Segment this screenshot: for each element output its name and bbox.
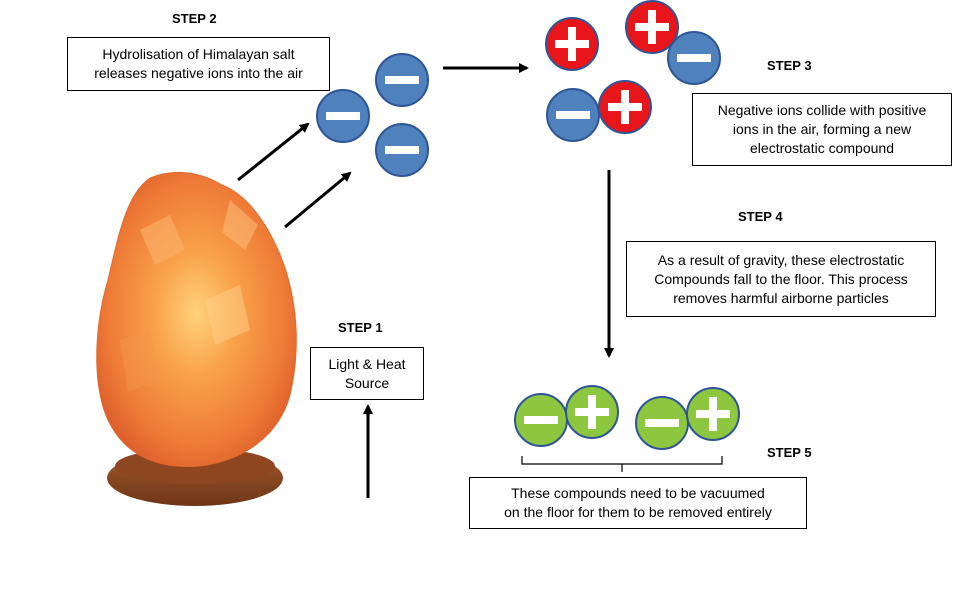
arrow-lamp-to-ions-lower	[284, 171, 352, 229]
compound-negative-ion	[514, 393, 568, 447]
step2-title: STEP 2	[172, 11, 217, 26]
positive-ion	[598, 80, 652, 134]
step5-description: These compounds need to be vacuumed on t…	[504, 485, 772, 520]
negative-ion	[375, 123, 429, 177]
negative-ion	[546, 88, 600, 142]
positive-ion	[545, 17, 599, 71]
step3-title: STEP 3	[767, 58, 812, 73]
step3-description: Negative ions collide with positive ions…	[717, 102, 927, 156]
step2-description-box: Hydrolisation of Himalayan salt releases…	[67, 37, 330, 91]
negative-ion	[667, 31, 721, 85]
salt-lamp-illustration	[96, 171, 297, 506]
arrow-lamp-to-ions-upper	[237, 122, 310, 182]
compound-negative-ion	[635, 396, 689, 450]
negative-ion	[375, 53, 429, 107]
collision-ion-group	[545, 0, 721, 142]
step4-description-box: As a result of gravity, these electrosta…	[626, 241, 936, 317]
salt-crystal-facet	[140, 215, 185, 265]
negative-ion	[316, 89, 370, 143]
salt-crystal-facet	[222, 200, 258, 250]
step5-description-box: These compounds need to be vacuumed on t…	[469, 477, 807, 529]
salt-crystal-facet	[205, 285, 250, 345]
step1-title: STEP 1	[338, 320, 383, 335]
compound-positive-ion	[565, 385, 619, 439]
floor-compound-group	[514, 385, 740, 450]
salt-crystal	[96, 171, 297, 468]
step5-title: STEP 5	[767, 445, 812, 460]
step4-description: As a result of gravity, these electrosta…	[654, 251, 908, 306]
step3-description-box: Negative ions collide with positive ions…	[692, 93, 952, 166]
salt-crystal-facet	[120, 330, 160, 392]
compound-brace	[521, 456, 723, 472]
positive-ion	[625, 0, 679, 54]
step2-description: Hydrolisation of Himalayan salt releases…	[94, 46, 303, 81]
negative-ion-group	[316, 53, 429, 177]
step1-description: Light & Heat Source	[328, 355, 406, 391]
compound-positive-ion	[686, 387, 740, 441]
step4-title: STEP 4	[738, 209, 783, 224]
step1-description-box: Light & Heat Source	[310, 347, 424, 400]
